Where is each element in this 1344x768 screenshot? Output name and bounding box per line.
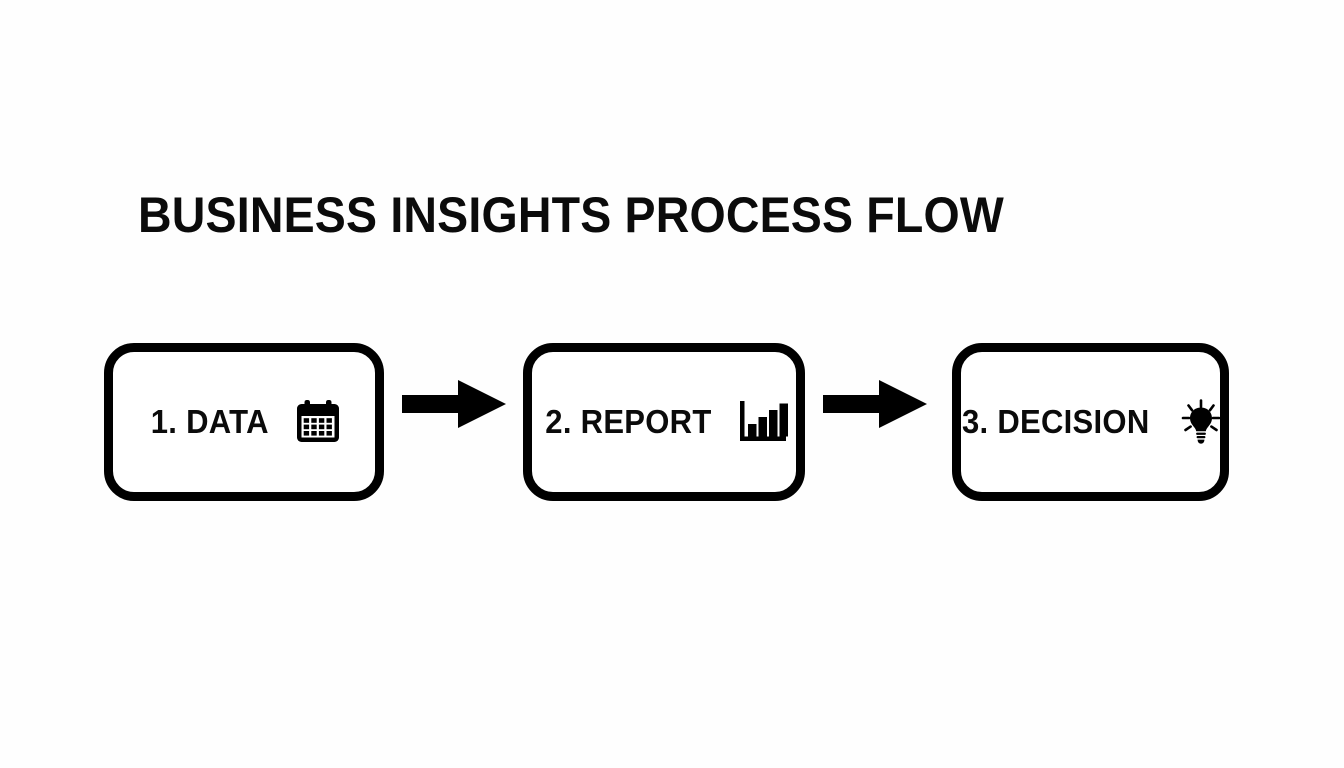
process-step-label-1: 1. DATA (150, 403, 269, 440)
lightbulb-icon (1177, 398, 1225, 446)
process-step-report[interactable]: 2. REPORT (523, 343, 805, 501)
page-title: BUSINESS INSIGHTS PROCESS FLOW (138, 187, 1004, 243)
process-step-decision[interactable]: 3. DECISION (952, 343, 1229, 501)
bar-chart-icon (738, 400, 789, 444)
arrow-right-icon (402, 380, 506, 428)
process-flow-row: 1. DATA (0, 343, 1344, 503)
process-step-label-3: 3. DECISION (961, 403, 1150, 440)
calendar-icon (295, 400, 341, 444)
process-step-label-2: 2. REPORT (544, 403, 712, 440)
arrow-right-icon (823, 380, 927, 428)
process-step-data[interactable]: 1. DATA (104, 343, 384, 501)
